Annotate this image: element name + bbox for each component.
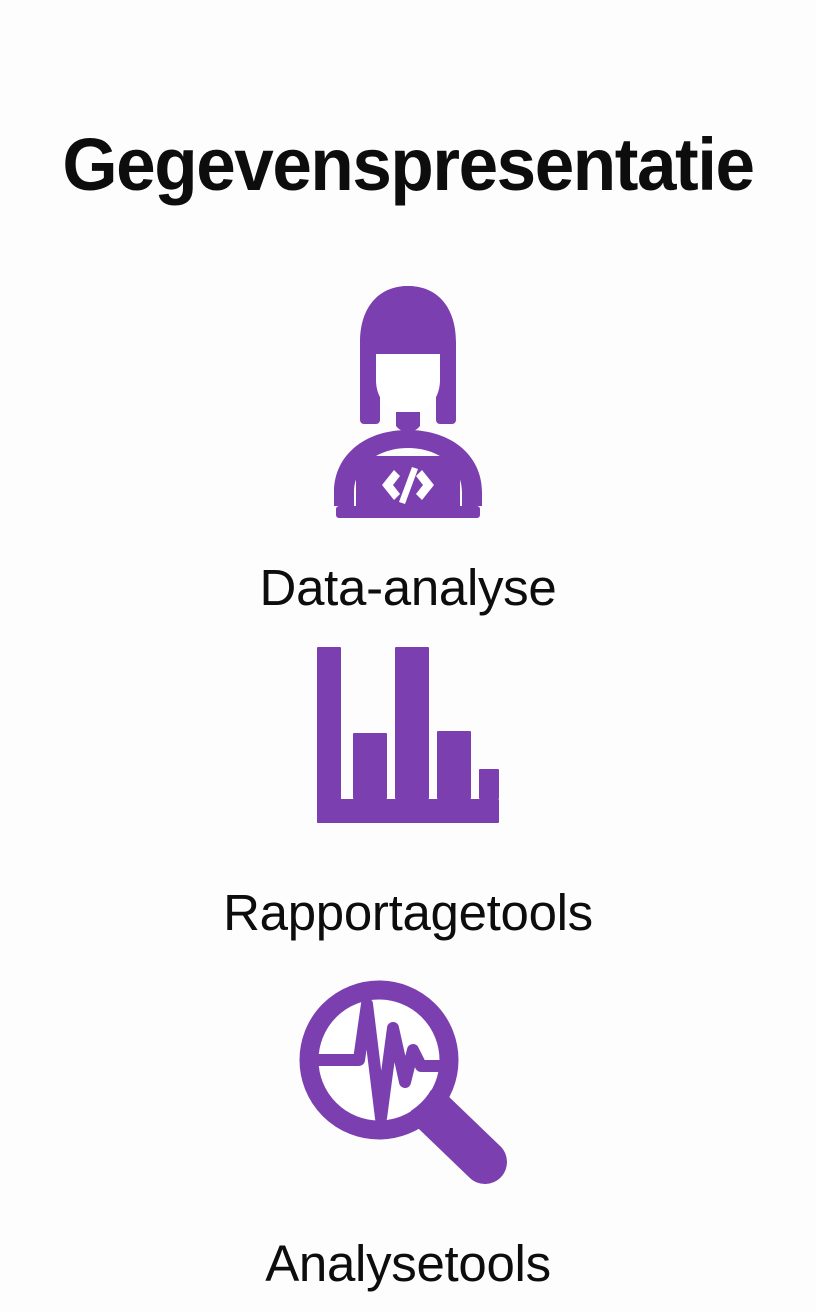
item-data-analyse[interactable]: Data-analyse: [0, 280, 816, 613]
magnifier-pulse-icon: [297, 978, 519, 1190]
item-label-analysetools: Analysetools: [265, 1234, 551, 1292]
item-label-rapportagetools: Rapportagetools: [223, 883, 593, 941]
bar-chart-icon: [313, 643, 503, 833]
page-title: Gegevenspresentatie: [62, 123, 755, 206]
item-label-data-analyse: Data-analyse: [259, 558, 557, 616]
item-analysetools[interactable]: Analysetools: [0, 978, 816, 1289]
item-rapportagetools[interactable]: Rapportagetools: [0, 643, 816, 938]
female-developer-laptop-code-icon: [308, 280, 508, 520]
